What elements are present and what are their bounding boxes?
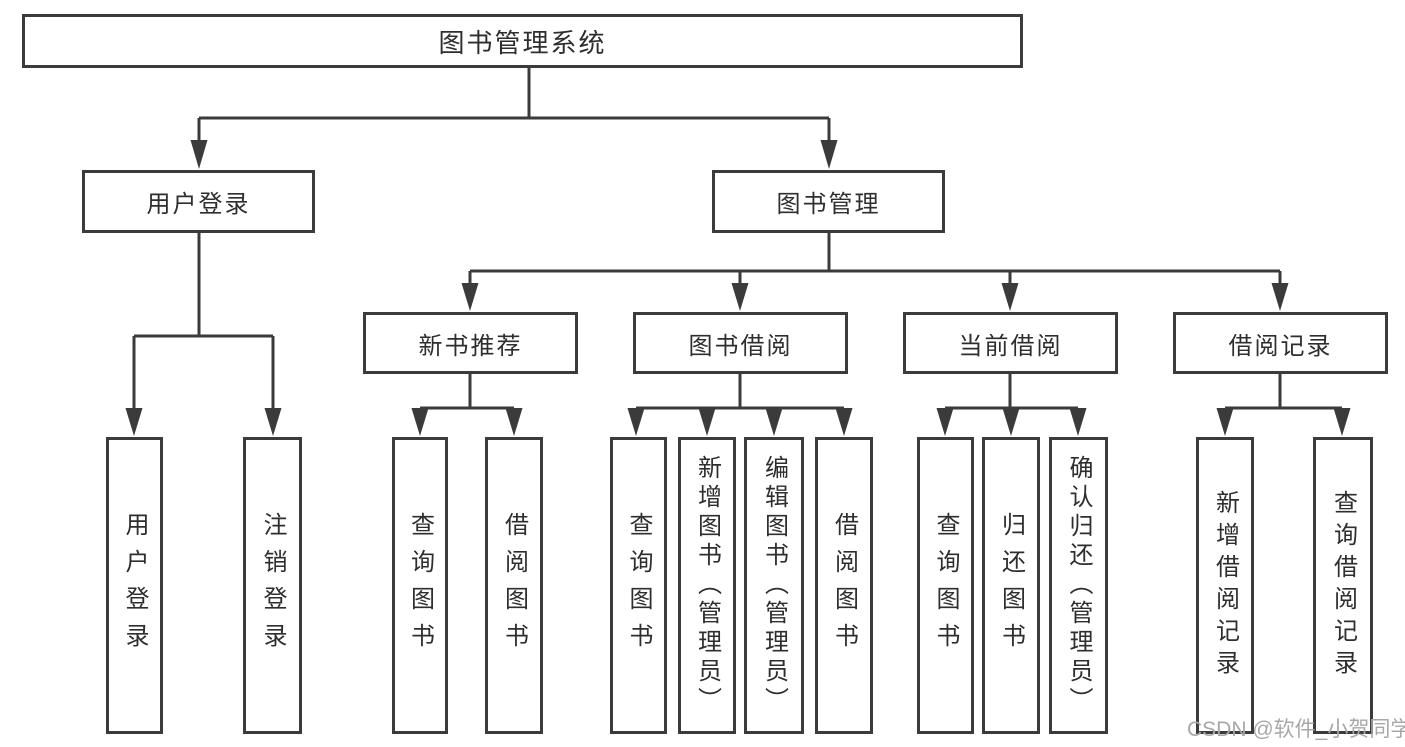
leaf-query-books-recommend: 查询图书 [392,437,448,734]
node-borrowing-records: 借阅记录 [1173,312,1388,374]
leaf-return-books: 归还图书 [982,437,1040,734]
csdn-watermark: CSDN @软件_小贺同学 [1187,718,1405,741]
leaf-borrow-books-borrowing: 借阅图书 [815,437,873,734]
node-book-management: 图书管理 [712,170,945,233]
leaf-query-books-current: 查询图书 [917,437,974,734]
node-book-borrowing: 图书借阅 [633,312,848,374]
leaf-query-borrowing-record: 查询借阅记录 [1313,437,1373,734]
leaf-borrow-books-recommend: 借阅图书 [485,437,543,734]
node-current-borrowing: 当前借阅 [903,312,1118,374]
leaf-user-login: 用户登录 [106,437,163,734]
node-user-login: 用户登录 [82,170,315,233]
leaf-add-books-admin: 新增图书（管理员） [678,437,736,734]
node-root: 图书管理系统 [22,14,1023,68]
leaf-edit-books-admin: 编辑图书（管理员） [744,437,804,734]
leaf-query-books-borrowing: 查询图书 [610,437,667,734]
leaf-confirm-return-admin: 确认归还（管理员） [1049,437,1108,734]
leaf-logout: 注销登录 [243,437,302,734]
leaf-add-borrowing-record: 新增借阅记录 [1196,437,1254,734]
node-new-book-recommend: 新书推荐 [363,312,578,374]
